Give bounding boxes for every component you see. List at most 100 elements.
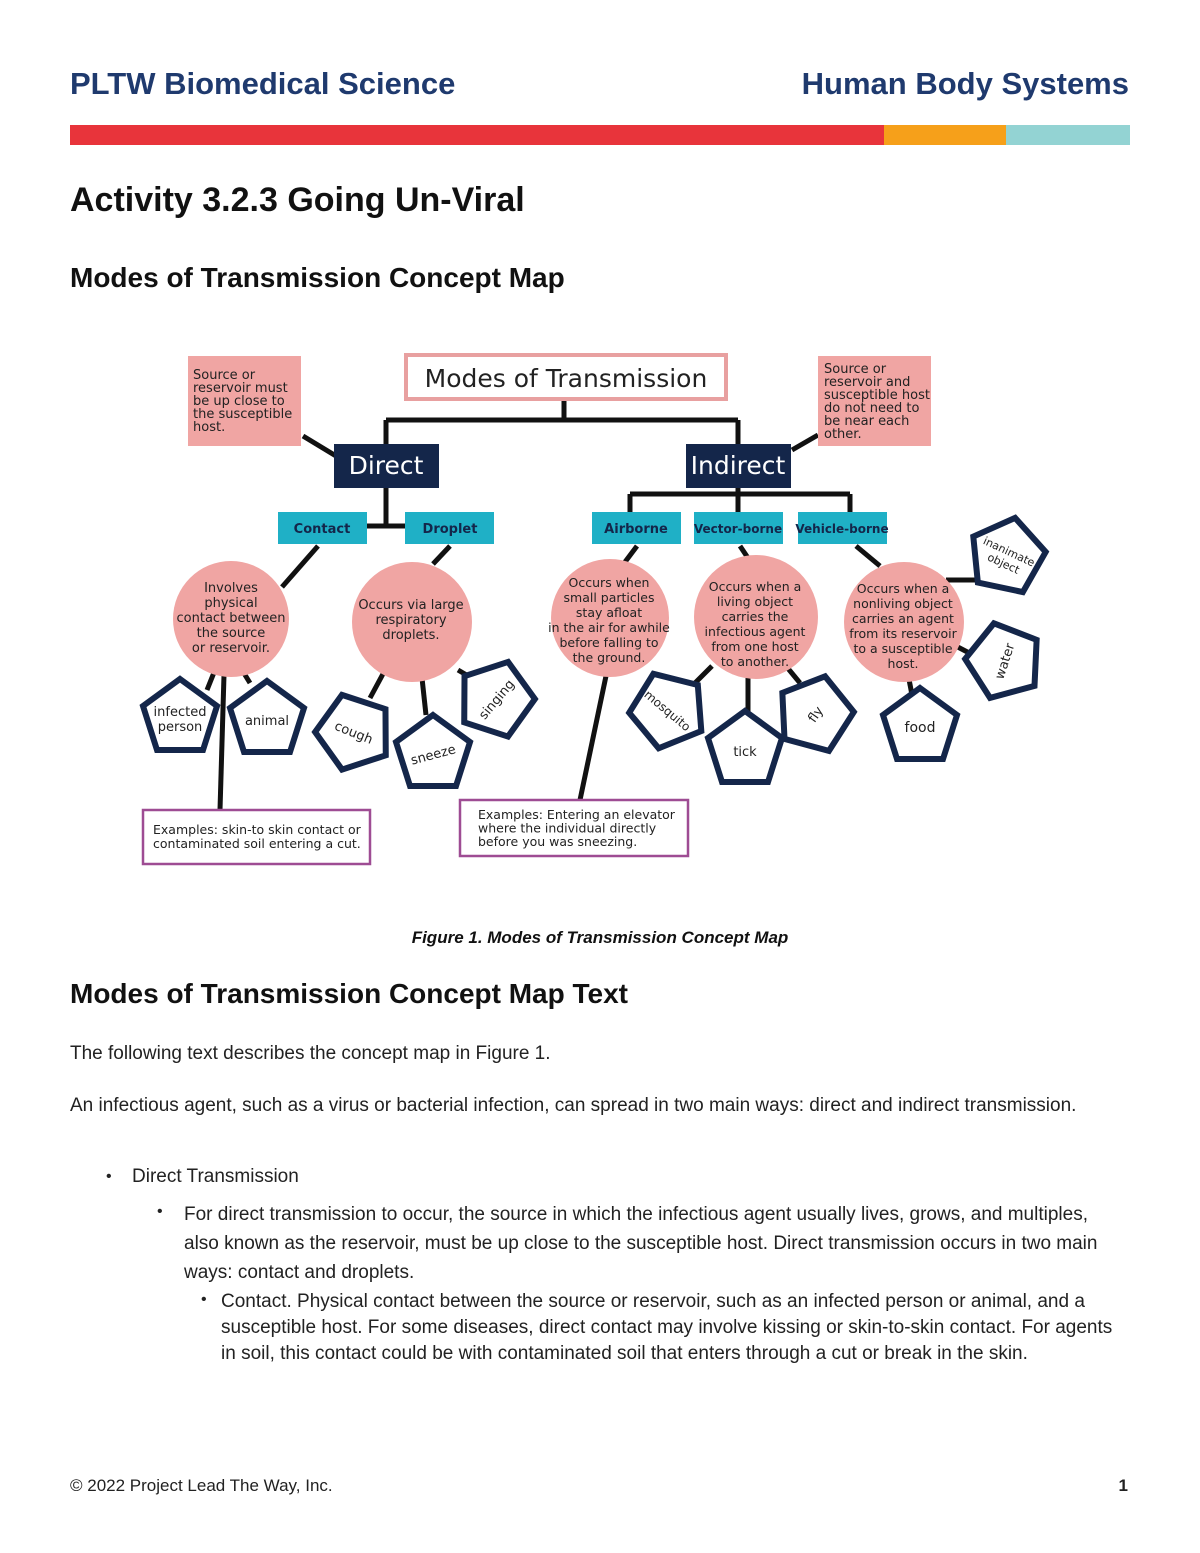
text-line: person bbox=[158, 720, 203, 735]
text-line: Occurs when bbox=[569, 575, 650, 590]
text-line: the susceptible bbox=[193, 407, 292, 422]
bullet-marker: • bbox=[106, 1168, 112, 1185]
direct-label: Direct bbox=[349, 451, 424, 480]
pentagon-mosquito: mosquito bbox=[625, 670, 705, 752]
section-heading-text: Modes of Transmission Concept Map Text bbox=[70, 978, 629, 1009]
text-line: nonliving object bbox=[853, 596, 953, 611]
pentagon-tick: tick bbox=[704, 707, 786, 785]
text-line: Involves bbox=[204, 581, 258, 596]
pentagon-inanimate-object: inanimateobject bbox=[970, 514, 1050, 596]
text-line: before you was sneezing. bbox=[478, 834, 637, 849]
circle-droplet bbox=[352, 562, 472, 682]
header-course-title: PLTW Biomedical Science bbox=[70, 66, 456, 101]
pentagon-fly: fly bbox=[779, 672, 858, 755]
text-line: Source or bbox=[824, 362, 887, 377]
text-line: from one host bbox=[711, 639, 798, 654]
text-line: host. bbox=[193, 420, 225, 435]
note-indirect bbox=[818, 356, 931, 446]
text-line: Source or bbox=[193, 368, 256, 383]
text-line: Examples: Entering an elevator bbox=[478, 807, 676, 822]
circle-vector bbox=[694, 555, 818, 679]
text-line: Occurs via large bbox=[358, 598, 463, 613]
example-contact bbox=[141, 808, 372, 866]
category-vector-label: Vector-borne bbox=[694, 522, 782, 536]
text-line: droplets. bbox=[382, 628, 439, 643]
bullet-marker: • bbox=[157, 1203, 163, 1220]
text-line: to another. bbox=[721, 654, 789, 669]
circle-contact bbox=[173, 561, 289, 677]
figure-caption: Figure 1. Modes of Transmission Concept … bbox=[411, 928, 789, 947]
category-droplet-label: Droplet bbox=[423, 522, 478, 537]
category-airborne-label: Airborne bbox=[604, 522, 668, 537]
text-line: contaminated soil entering a cut. bbox=[153, 836, 361, 851]
footer-copyright: © 2022 Project Lead The Way, Inc. bbox=[70, 1476, 333, 1495]
pentagon-sneeze: sneeze bbox=[392, 711, 474, 789]
category-vehicle-label: Vehicle-borne bbox=[795, 522, 888, 536]
text-line: infected bbox=[154, 705, 207, 720]
activity-title: Activity 3.2.3 Going Un-Viral bbox=[70, 181, 525, 219]
text-line: Occurs when a bbox=[857, 581, 950, 596]
category-droplet bbox=[405, 512, 494, 544]
header-bar-orange bbox=[884, 125, 1006, 145]
text-line: physical bbox=[204, 596, 257, 611]
text-line: in the air for awhile bbox=[548, 620, 670, 635]
category-contact-label: Contact bbox=[294, 522, 351, 537]
text-line: before falling to bbox=[559, 635, 658, 650]
intro-paragraph: The following text describes the concept… bbox=[70, 1043, 551, 1064]
pentagon-cough: cough bbox=[311, 691, 389, 774]
list-item-direct-description: For direct transmission to occur, the so… bbox=[184, 1204, 1098, 1283]
text-line: living object bbox=[717, 594, 793, 609]
circle-vehicle bbox=[844, 562, 964, 682]
list-item-direct-transmission: Direct Transmission bbox=[132, 1166, 299, 1187]
text-line: reservoir must bbox=[193, 381, 288, 396]
pentagon-water: water bbox=[961, 619, 1040, 702]
direct-node bbox=[334, 444, 439, 488]
text-line: respiratory bbox=[375, 613, 446, 628]
text-line: the ground. bbox=[573, 650, 646, 665]
category-vehicle bbox=[798, 512, 887, 544]
circle-airborne bbox=[551, 559, 669, 677]
text-line: susceptible host bbox=[824, 388, 930, 403]
pentagon-food: food bbox=[879, 684, 961, 762]
text-line: the source bbox=[197, 626, 266, 641]
page-number: 1 bbox=[1118, 1476, 1128, 1495]
text-line: reservoir and bbox=[824, 375, 910, 390]
text-line: carries the bbox=[722, 609, 789, 624]
root-label: Modes of Transmission bbox=[425, 364, 708, 393]
text-line: stay afloat bbox=[576, 605, 642, 620]
text-line: to a susceptible bbox=[853, 641, 952, 656]
category-contact bbox=[278, 512, 367, 544]
indirect-label: Indirect bbox=[691, 451, 786, 480]
text-line: small particles bbox=[564, 590, 655, 605]
section-heading-map: Modes of Transmission Concept Map bbox=[70, 262, 565, 293]
example-airborne bbox=[458, 798, 690, 858]
text-line: infectious agent bbox=[705, 624, 806, 639]
pentagon-tick-label: tick bbox=[733, 745, 757, 760]
text-line: from its reservoir bbox=[849, 626, 957, 641]
overview-paragraph: An infectious agent, such as a virus or … bbox=[70, 1095, 1077, 1116]
header-bar-red bbox=[70, 125, 884, 145]
pentagon-animal-label: animal bbox=[245, 714, 289, 729]
pentagon-animal: animal bbox=[226, 677, 308, 755]
text-line: Occurs when a bbox=[709, 579, 802, 594]
text-line: be up close to bbox=[193, 394, 285, 409]
root-node bbox=[404, 353, 728, 401]
pentagon-singing: singing bbox=[461, 658, 539, 741]
text-line: do not need to bbox=[824, 401, 919, 416]
text-line: be near each bbox=[824, 414, 909, 429]
category-vector bbox=[694, 512, 783, 544]
header-bar-teal bbox=[1006, 125, 1130, 145]
note-direct bbox=[188, 356, 301, 446]
